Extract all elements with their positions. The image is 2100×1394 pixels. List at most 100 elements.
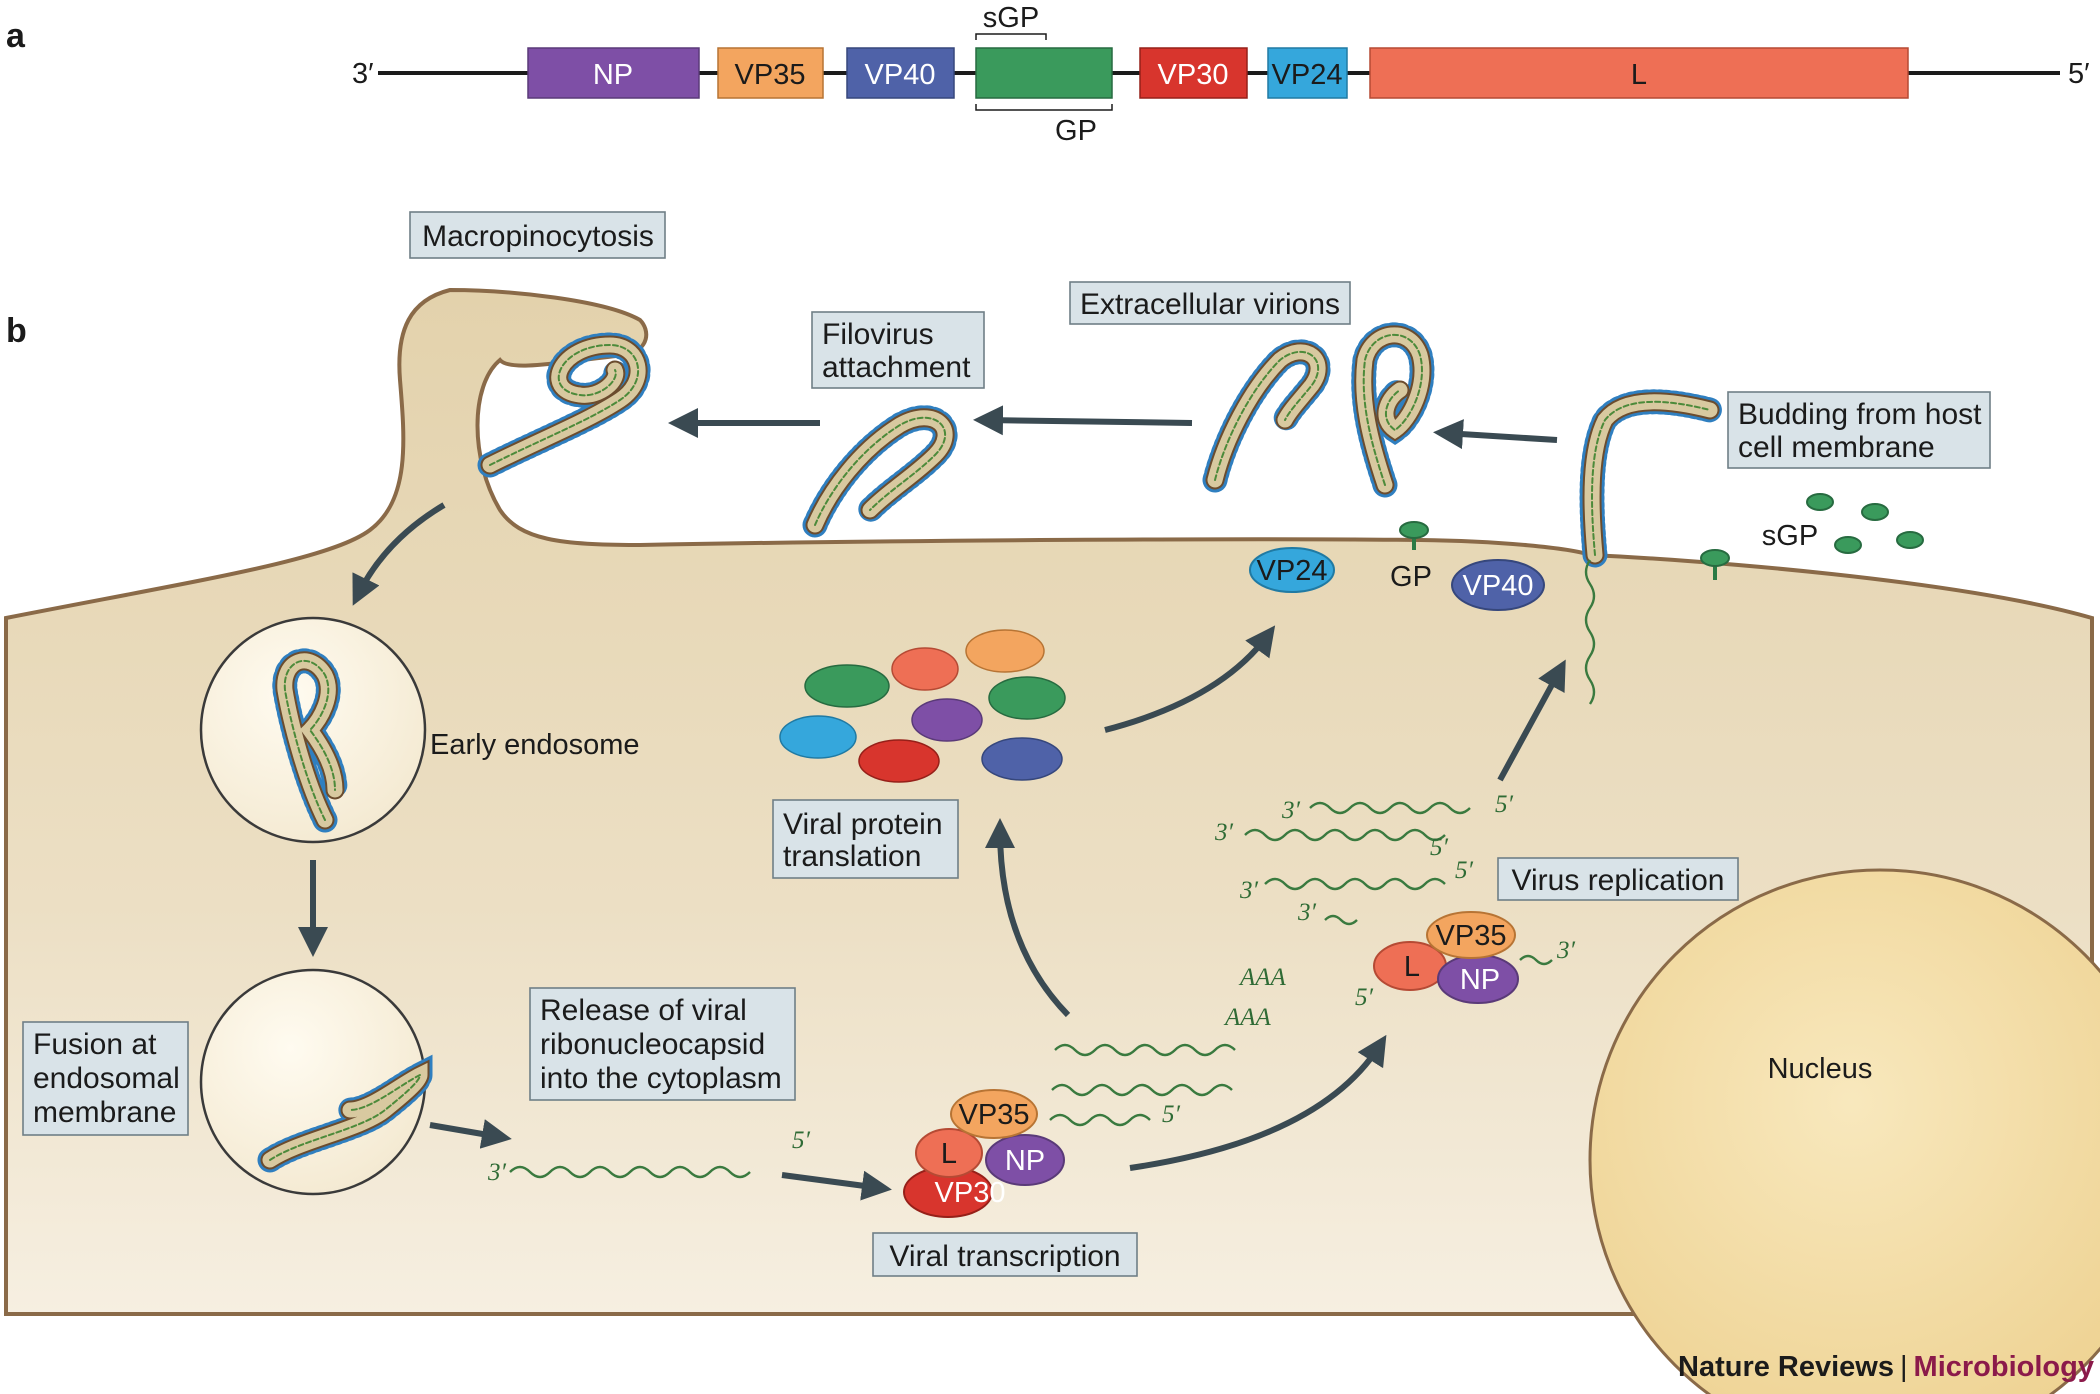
flow-arrows xyxy=(298,405,1566,1201)
box-release-line1: Release of viral xyxy=(540,994,747,1027)
rna-transcription-5prime: 5′ xyxy=(1162,1101,1181,1128)
box-translation-line1: Viral protein xyxy=(783,808,943,841)
protein-vp35-replication-label: VP35 xyxy=(1436,920,1507,952)
gp-spike-membrane xyxy=(1399,521,1429,550)
gene-vp35: VP35 xyxy=(717,47,824,99)
rna-replicated-1 xyxy=(1309,801,1471,815)
protein-l-transcription xyxy=(915,1128,983,1178)
rna-released-5prime: 5′ xyxy=(792,1127,811,1154)
rna-replicated-1-5prime: 5′ xyxy=(1495,791,1514,818)
transcription-complex: VP35 L NP VP30 xyxy=(903,1089,1065,1218)
rna-replicated-3-3prime: 3′ xyxy=(1239,877,1259,904)
nucleus-label: Nucleus xyxy=(1768,1053,1873,1085)
gene-vp30: VP30 xyxy=(1139,47,1248,99)
protein-l-replication-label: L xyxy=(1404,951,1420,983)
protein-vp30-transcription-label: VP30 xyxy=(935,1177,1006,1209)
gene-np: NP xyxy=(527,47,700,99)
arrow-mrna-to-translation xyxy=(985,818,1071,1018)
rna-replicated-2 xyxy=(1244,828,1446,842)
gp-gene-label: GP xyxy=(1055,115,1097,147)
gene-np-label: NP xyxy=(593,59,633,91)
translated-proteins xyxy=(779,629,1066,783)
box-translation-line2: translation xyxy=(783,840,921,873)
box-release-line2: ribonucleocapsid xyxy=(540,1028,765,1061)
genome-3prime-label: 3′ xyxy=(352,58,374,90)
sgp-label: sGP xyxy=(983,2,1039,34)
box-fusion-line3: membrane xyxy=(33,1096,176,1129)
virion-budding xyxy=(1579,389,1723,568)
arrow-budding-to-virions xyxy=(1433,419,1558,450)
gene-gp xyxy=(975,47,1113,99)
early-endosome-label: Early endosome xyxy=(430,729,640,761)
rna-end-labels: 3′ 5′ 5′ AAA AAA 3′ 5′ 3′ 5′ 3′ 5′ 3′ 5′… xyxy=(487,791,1576,1186)
virion-extracellular-2 xyxy=(1351,322,1435,498)
rna-released xyxy=(509,1165,751,1179)
virion-attachment xyxy=(802,405,958,538)
arrow-fusion-to-release xyxy=(429,1119,512,1149)
box-macropinocytosis: Macropinocytosis xyxy=(409,211,666,259)
box-release: Release of viral ribonucleocapsid into t… xyxy=(529,987,796,1101)
box-budding-line1: Budding from host xyxy=(1738,398,1982,431)
box-fusion: Fusion at endosomal membrane xyxy=(22,1021,189,1136)
arrow-macropinocytosis-to-endosome xyxy=(352,502,446,606)
virion-extracellular-1 xyxy=(1202,339,1331,493)
rna-replication-template-5 xyxy=(1519,954,1553,966)
gene-vp40-label: VP40 xyxy=(865,59,936,91)
rna-replication-template-3prime: 3′ xyxy=(1556,937,1576,964)
box-replication-line1: Virus replication xyxy=(1512,864,1725,897)
rna-replicated-3-5prime: 5′ xyxy=(1455,857,1474,884)
protein-vp24-membrane-label: VP24 xyxy=(1257,555,1328,587)
protein-vp35-transcription-label: VP35 xyxy=(959,1099,1030,1131)
arrow-replication-to-budding xyxy=(1497,659,1566,782)
box-translation: Viral protein translation xyxy=(772,799,959,879)
gp-label: GP xyxy=(1390,561,1432,593)
gene-vp24-label: VP24 xyxy=(1272,59,1343,91)
mrna-2 xyxy=(1051,1083,1233,1097)
replication-complex: VP35 L NP xyxy=(1373,911,1519,1004)
rna-released-3prime: 3′ xyxy=(487,1159,507,1186)
sgp-molecules xyxy=(1806,493,1924,554)
panel-a-genome-map: a 3′ 5′ NP VP35 VP40 sGP GP VP30 xyxy=(6,2,2090,147)
box-fusion-line2: endosomal xyxy=(33,1062,180,1095)
gene-l-label: L xyxy=(1631,59,1647,91)
genome-5prime-label: 5′ xyxy=(2068,58,2090,90)
rna-strands xyxy=(509,801,1553,1179)
virion-macropinocytosis xyxy=(477,332,651,478)
box-extracellular-line1: Extracellular virions xyxy=(1080,288,1340,321)
box-macropinocytosis-line1: Macropinocytosis xyxy=(422,220,654,253)
mrna-1-polya: AAA xyxy=(1238,964,1287,991)
gp-spike-membrane-2 xyxy=(1700,549,1730,580)
gene-l: L xyxy=(1369,47,1909,99)
protein-np-transcription-label: NP xyxy=(1005,1145,1045,1177)
box-fusion-line1: Fusion at xyxy=(33,1028,157,1061)
gene-vp24: VP24 xyxy=(1267,47,1348,99)
rna-replicated-1-3prime: 3′ xyxy=(1281,797,1301,824)
virion-fusion xyxy=(257,1054,433,1173)
rna-transcription-template xyxy=(1049,1113,1151,1127)
box-attachment-line2: attachment xyxy=(822,351,971,384)
rna-replicated-2-3prime: 3′ xyxy=(1214,819,1234,846)
protein-vp24-membrane: VP24 xyxy=(1249,547,1335,593)
rna-replicated-2-5prime: 5′ xyxy=(1430,834,1449,861)
arrow-virions-to-attachment xyxy=(973,405,1193,436)
box-budding-line2: cell membrane xyxy=(1738,431,1935,464)
gene-vp40: VP40 xyxy=(846,47,955,99)
budding-rna xyxy=(1584,559,1596,705)
box-replication: Virus replication xyxy=(1497,857,1739,901)
sgp-bracket xyxy=(975,33,1047,40)
rna-replication-3prime: 3′ xyxy=(1297,899,1317,926)
mrna-2-polya: AAA xyxy=(1223,1004,1272,1031)
gene-vp30-label: VP30 xyxy=(1158,59,1229,91)
nucleus xyxy=(1588,868,2100,1394)
protein-l-transcription-label: L xyxy=(941,1138,957,1170)
journal-name: Nature Reviews xyxy=(1678,1351,1894,1383)
box-attachment-line1: Filovirus xyxy=(822,318,934,351)
rna-replicated-3 xyxy=(1264,877,1446,891)
journal-subject: Microbiology xyxy=(1913,1351,2094,1383)
sgp-free-label: sGP xyxy=(1762,520,1818,552)
box-budding: Budding from host cell membrane xyxy=(1727,391,1991,469)
rna-replication-template-3 xyxy=(1324,914,1358,926)
arrow-transcription-to-replication xyxy=(1129,1034,1387,1171)
gp-bracket xyxy=(975,104,1113,111)
